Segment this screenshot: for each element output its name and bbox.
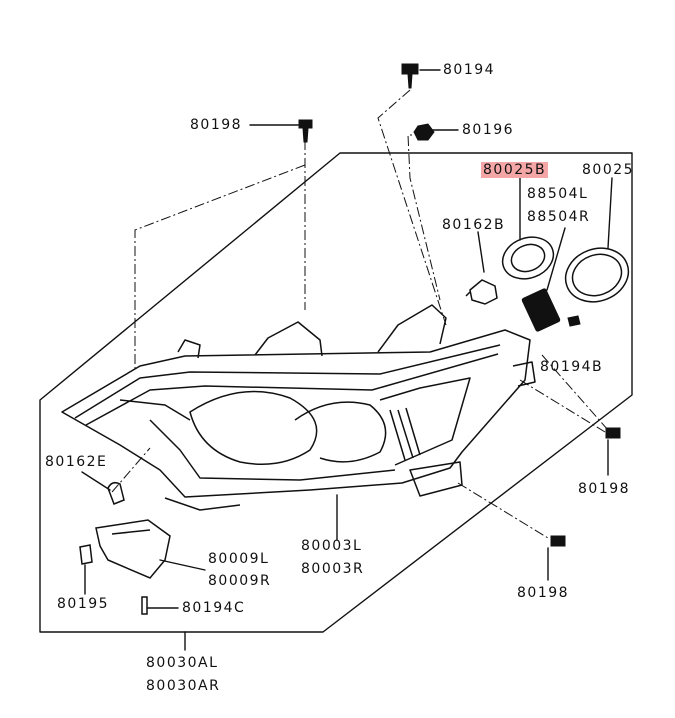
leader-80009 — [159, 559, 206, 571]
leader-80025 — [607, 177, 613, 249]
part-label-80162e: 80162E — [45, 454, 108, 470]
dashline-80198-bottom — [457, 482, 549, 539]
part-label-80030al: 80030AL — [146, 655, 219, 671]
dashline-80198-right — [519, 379, 606, 433]
screw-80194b — [567, 315, 581, 327]
bulb-80162b — [465, 279, 498, 305]
part-label-80195: 80195 — [57, 596, 110, 612]
part-label-80196: 80196 — [462, 122, 515, 138]
part-label-80194c: 80194C — [182, 600, 246, 616]
bulb-cover-80025-inner — [571, 253, 623, 297]
screw-80194c — [141, 596, 148, 615]
bulb-cover-80025 — [564, 247, 630, 303]
dashline-80194 — [377, 89, 447, 326]
bracket-80009 — [95, 519, 171, 579]
screw-80198-top — [298, 119, 313, 143]
nut-80196 — [413, 123, 435, 141]
assembly-boundary — [39, 152, 633, 633]
part-label-80003r: 80003R — [301, 561, 365, 577]
part-label-80025: 80025 — [582, 162, 635, 178]
screw-80198-bottom — [550, 535, 566, 547]
dashline-80194b — [541, 354, 609, 431]
part-label-80030ar: 80030AR — [146, 678, 221, 694]
part-label-80198-bottom: 80198 — [517, 585, 570, 601]
part-label-80009l: 80009L — [208, 551, 270, 567]
part-label-80162b: 80162B — [442, 217, 506, 233]
bulb-80162e — [107, 481, 125, 505]
bulb-cover-80025b-inner — [510, 243, 546, 273]
dashline-top-branch — [134, 164, 306, 370]
part-label-80194b: 80194B — [540, 359, 604, 375]
screw-80194 — [401, 63, 419, 89]
part-label-88504l: 88504L — [527, 186, 589, 202]
dashline-80162e — [111, 447, 151, 493]
leader-80162b — [477, 231, 485, 273]
part-label-80025b-highlighted: 80025B — [481, 162, 549, 178]
headlamp-assembly — [61, 304, 536, 511]
part-label-80194: 80194 — [443, 62, 496, 78]
screw-80198-right — [605, 427, 621, 439]
part-label-80198-top: 80198 — [190, 117, 243, 133]
part-label-80003l: 80003L — [301, 538, 363, 554]
dashline-80196 — [407, 134, 441, 301]
ballast-88504 — [521, 288, 561, 332]
clip-80195 — [79, 544, 93, 565]
part-label-88504r: 88504R — [527, 209, 591, 225]
leader-80162e — [81, 471, 111, 491]
bulb-cover-80025b — [501, 236, 555, 280]
leader-88504 — [546, 227, 566, 291]
part-label-80009r: 80009R — [208, 573, 272, 589]
part-label-80198-right: 80198 — [578, 481, 631, 497]
